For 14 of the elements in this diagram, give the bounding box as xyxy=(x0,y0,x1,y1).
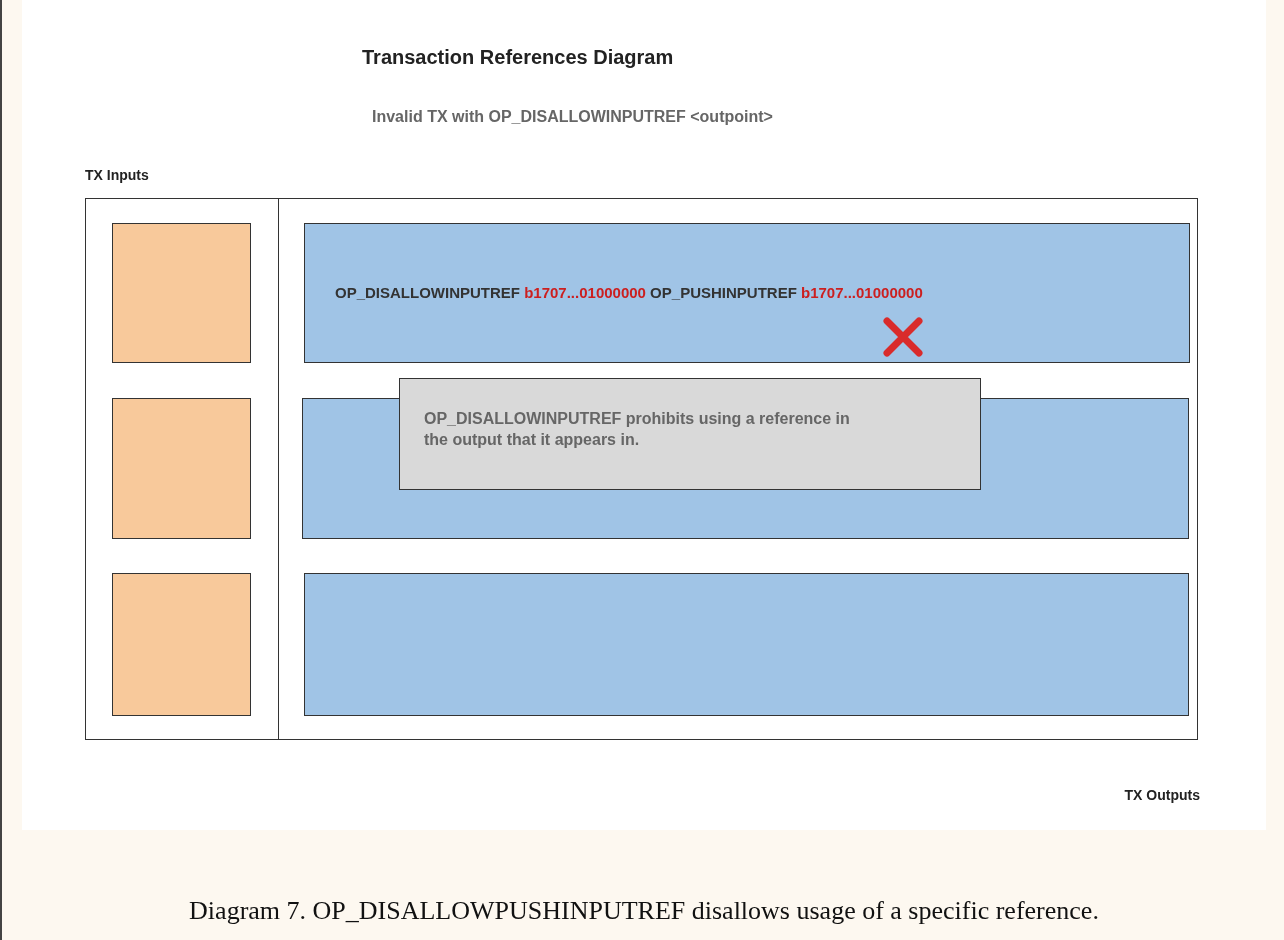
subtitle: Invalid TX with OP_DISALLOWINPUTREF <outpoint> xyxy=(372,108,773,126)
script-text: OP_DISALLOWINPUTREF b1707...01000000 OP_PUSHINPUTREF b1707...01000000 xyxy=(335,283,923,303)
diagram-title: Transaction References Diagram xyxy=(362,46,674,69)
input-box xyxy=(112,573,251,716)
section-label: TX Inputs xyxy=(85,167,149,183)
input-box xyxy=(112,398,251,539)
input-box xyxy=(112,223,251,363)
caption: Diagram 7. OP_DISALLOWPUSHINPUTREF disallows usage of a specific reference. xyxy=(188,896,1100,926)
section-label: TX Outputs xyxy=(1124,787,1200,803)
output-box xyxy=(304,573,1189,716)
transaction-frame xyxy=(85,198,1198,740)
note-text: OP_DISALLOWINPUTREF prohibits using a reference in the output that it appears in. xyxy=(424,409,851,450)
output-box xyxy=(304,223,1190,363)
note-tooltip xyxy=(399,378,981,490)
